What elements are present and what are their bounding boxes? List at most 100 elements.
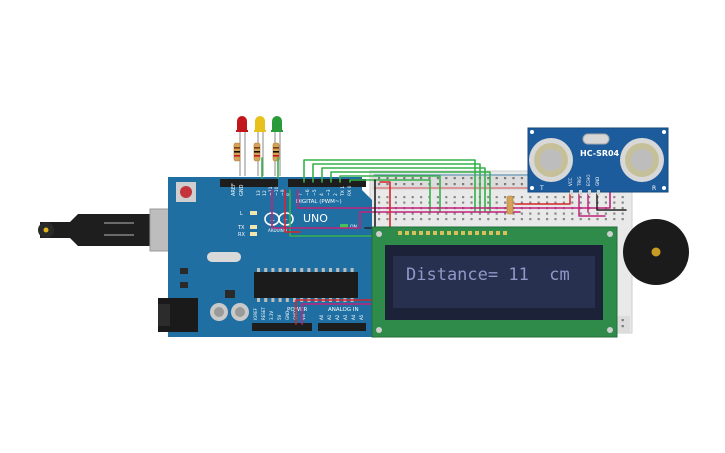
power-label: POWER bbox=[287, 307, 308, 313]
wire-5v-rail[interactable] bbox=[379, 181, 391, 229]
analog-pin-label: A1 bbox=[327, 314, 332, 320]
ultrasonic-sensor[interactable]: HC-SR04 T R VCC TRIG ECHO GND bbox=[527, 127, 669, 195]
wire-buzzer[interactable] bbox=[297, 189, 611, 209]
digital-pin-label: TX 1 bbox=[340, 186, 346, 197]
led-yellow-body bbox=[255, 116, 265, 131]
wire-lcd-d5[interactable] bbox=[321, 167, 486, 213]
digital-pin-label: ~9 bbox=[280, 189, 286, 196]
digital-label: DIGITAL (PWM~) bbox=[296, 199, 342, 205]
lcd-pin bbox=[419, 231, 423, 235]
model-label: UNO bbox=[303, 212, 328, 225]
digital-pin-label: 13 bbox=[256, 190, 262, 196]
resistor-green[interactable] bbox=[272, 142, 280, 162]
lcd-pin bbox=[447, 231, 451, 235]
lcd-pin bbox=[454, 231, 458, 235]
power-pin-label: 5V bbox=[277, 314, 282, 320]
lcd-pin bbox=[461, 231, 465, 235]
wire-analog[interactable] bbox=[301, 303, 373, 325]
digital-pin-label: 4 bbox=[319, 193, 325, 196]
lcd-screen bbox=[393, 256, 595, 308]
power-pin-label: IOREF bbox=[253, 307, 258, 320]
on-label: ON bbox=[350, 224, 357, 230]
sensor-pin-label: TRIG bbox=[577, 176, 582, 187]
lcd-pin bbox=[482, 231, 486, 235]
power-pin-label: 3.3V bbox=[269, 311, 274, 320]
header-digital-high bbox=[220, 179, 278, 187]
lcd-line-1: Distance= 11 cm bbox=[406, 265, 570, 285]
analog-pin-label: A5 bbox=[359, 314, 364, 320]
digital-pin-label: ~5 bbox=[312, 189, 318, 196]
sensor-pin-label: ECHO bbox=[586, 175, 591, 186]
wire-lcd-d7[interactable] bbox=[303, 159, 476, 213]
digital-pin-label: RX 0 bbox=[347, 185, 353, 196]
svg-text:T: T bbox=[539, 185, 544, 192]
aref-label: AREF bbox=[231, 183, 237, 196]
header-analog bbox=[318, 323, 366, 331]
digital-pin-label: ~6 bbox=[305, 189, 311, 196]
svg-text:R: R bbox=[652, 185, 656, 192]
sensor-pin-label: VCC bbox=[568, 177, 573, 186]
wire-trig[interactable] bbox=[271, 189, 521, 229]
header-power bbox=[252, 323, 312, 331]
lcd-pin bbox=[433, 231, 437, 235]
lcd-pin bbox=[475, 231, 479, 235]
header-digital-low bbox=[288, 179, 366, 187]
lcd-pin bbox=[503, 231, 507, 235]
analog-pin-label: A0 bbox=[319, 314, 324, 320]
atmega-chip bbox=[254, 272, 358, 298]
wire-lcd-d4[interactable] bbox=[330, 171, 491, 213]
digital-pin-label: 2 bbox=[333, 193, 339, 196]
analog-label: ANALOG IN bbox=[328, 307, 359, 313]
gnd-label: GND bbox=[239, 184, 245, 196]
power-pin-label: RESET bbox=[261, 307, 266, 320]
wire-5v[interactable] bbox=[295, 299, 373, 325]
digital-pin-label: 8 bbox=[286, 193, 292, 196]
lcd-pin bbox=[426, 231, 430, 235]
analog-pin-label: A3 bbox=[343, 314, 348, 320]
digital-pin-label: ~11 bbox=[268, 186, 274, 196]
resistor-yellow[interactable] bbox=[253, 142, 261, 162]
sensor-crystal bbox=[582, 133, 610, 145]
piezo-buzzer[interactable] bbox=[623, 219, 689, 285]
power-pin-label: Vin bbox=[301, 313, 306, 320]
lcd-pin bbox=[496, 231, 500, 235]
transducer-right bbox=[620, 138, 664, 182]
analog-pin-label: A2 bbox=[335, 314, 340, 320]
resistor-red[interactable] bbox=[233, 142, 241, 162]
rx-led-label: RX bbox=[238, 232, 245, 238]
brand-label: ARDUINO bbox=[268, 228, 287, 233]
digital-pin-label: 12 bbox=[262, 190, 268, 196]
lcd-pin bbox=[398, 231, 402, 235]
led-red-body bbox=[237, 116, 247, 131]
wire-lcd-en[interactable] bbox=[339, 175, 441, 213]
wire-echo[interactable] bbox=[284, 189, 301, 233]
lcd-pin bbox=[405, 231, 409, 235]
tx-led-label: TX bbox=[237, 225, 245, 231]
wire-sensor-vcc[interactable] bbox=[514, 193, 571, 205]
digital-pin-label: 7 bbox=[298, 193, 304, 196]
transducer-left bbox=[529, 138, 573, 182]
sensor-name: HC-SR04 bbox=[580, 149, 620, 158]
digital-pin-label: ~10 bbox=[274, 186, 280, 196]
led-group[interactable] bbox=[233, 116, 283, 176]
power-pin-label: GND bbox=[285, 311, 290, 320]
breadboard-resistor[interactable] bbox=[506, 195, 514, 215]
lcd-pin bbox=[412, 231, 416, 235]
digital-pin-label: ~3 bbox=[326, 189, 332, 196]
wire-sensor-gnd[interactable] bbox=[596, 193, 627, 211]
lcd-pin bbox=[489, 231, 493, 235]
analog-pin-label: A4 bbox=[351, 314, 356, 320]
wire-lcd-d6[interactable] bbox=[312, 163, 481, 213]
lcd-pin bbox=[440, 231, 444, 235]
crystal bbox=[207, 252, 241, 262]
lcd-module[interactable]: Distance= 11 cm bbox=[371, 226, 618, 338]
l-led-label: L bbox=[240, 211, 243, 217]
wire-lcd-rs[interactable] bbox=[349, 179, 431, 213]
wire-sensor-trig[interactable] bbox=[578, 193, 606, 217]
sensor-pin-label: GND bbox=[595, 177, 600, 186]
lcd-pin bbox=[468, 231, 472, 235]
led-green-body bbox=[272, 116, 282, 131]
